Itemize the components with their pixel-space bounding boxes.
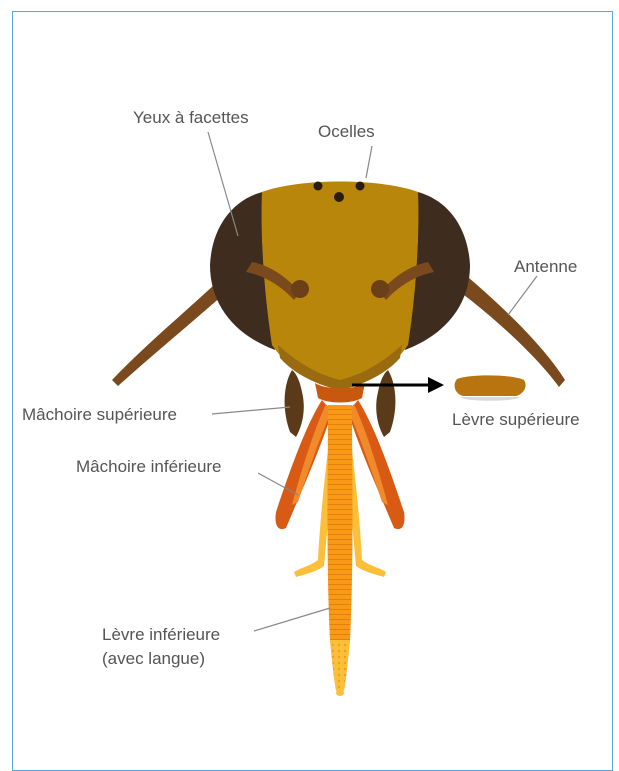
label-antenna: Antenne [514,257,577,276]
upper-lip-illustration [455,375,526,396]
upper-lip-arrow-head [428,377,444,393]
label-ocelli: Ocelles [318,122,375,141]
right-antenna-socket-top [371,280,389,298]
antenna-leader [508,276,537,315]
right-mandible [376,370,395,437]
label-upper-lip: Lèvre supérieure [452,410,580,429]
left-antenna-socket-top [291,280,309,298]
tongue-tip [330,640,350,695]
label-lower-lip-line1: Lèvre inférieure [102,625,220,644]
ocelli-leader [366,146,372,178]
lower-lip-leader [254,608,330,631]
eyes-leader [208,132,238,236]
ocellus-left [314,182,323,191]
tongue-flabellum [336,690,344,696]
label-compound-eyes: Yeux à facettes [133,108,249,127]
ocellus-right [356,182,365,191]
left-mandible [285,370,304,437]
upper-jaw-leader [212,407,290,414]
label-lower-jaw: Mâchoire inférieure [76,457,222,476]
label-lower-lip-line2: (avec langue) [102,649,205,668]
ocellus-center [334,192,344,202]
label-upper-jaw: Mâchoire supérieure [22,405,177,424]
upper-lip-shadow [460,397,520,401]
